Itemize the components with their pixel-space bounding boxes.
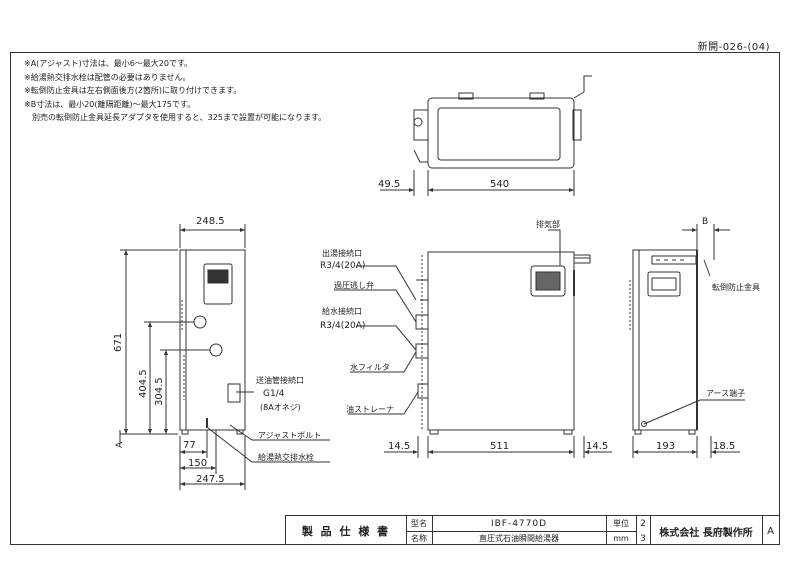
top-view-panel: [437, 107, 561, 161]
rear-view-dim-18: 18.5: [713, 441, 735, 452]
note-1: ※A(アジャスト)寸法は、最小6～最大20です。: [24, 59, 193, 68]
title-block-unit: mm: [613, 534, 629, 543]
side-view: [334, 229, 612, 458]
side-view-foot-right: [563, 429, 573, 435]
front-view-callout-adjust: アジャストボルト: [258, 431, 321, 440]
title-block: 製 品 仕 様 書 型名 名称 IBF-4770D 直圧式石油瞬間給湯器 単位 …: [285, 515, 779, 545]
title-block-scale-numerator: 2: [640, 518, 646, 529]
rear-view-leader-antitip: [703, 259, 711, 277]
rear-view-foot-right: [688, 429, 696, 435]
title-block-label-name: 名称: [411, 534, 427, 543]
front-view-dim-404: 404.5: [138, 369, 149, 398]
front-view-foot-left: [181, 429, 189, 435]
top-view-pipe: [413, 149, 428, 163]
note-2: ※給湯熱交排水栓は配管の必要はありません。: [24, 72, 191, 82]
title-block-name: 直圧式石油瞬間給湯器: [479, 534, 559, 543]
rear-view-earth-terminal: [641, 421, 647, 427]
rear-view-body: [632, 249, 698, 431]
side-view-callout-outlet-2: R3/4(20A): [320, 261, 365, 271]
title-block-company: 株式会社 長府製作所: [659, 527, 753, 539]
front-view: [119, 224, 330, 490]
side-view-leader-relief: [334, 289, 417, 323]
side-view-callout-exhaust: 排気部: [536, 219, 560, 229]
front-view-callout-return-1: 送油管接続口: [256, 375, 304, 385]
rear-view-dim-193: 193: [656, 441, 675, 452]
front-view-callout-return-2: G1/4: [263, 389, 285, 399]
side-view-body: [427, 251, 575, 431]
side-view-callout-outlet-1: 出湯接続口: [322, 248, 362, 258]
rear-view: [629, 224, 745, 458]
front-view-hidden-lines: [181, 300, 185, 400]
front-view-foot-right: [236, 429, 244, 435]
side-view-callout-inlet-1: 給水接続口: [322, 306, 362, 316]
note-5: 別売の転倒防止金具延長アダプタを使用すると、325まで設置が可能になります。: [24, 113, 327, 123]
top-view-dim-left: 49.5: [378, 179, 400, 190]
note-4: ※B寸法は、最小20(離隔距離)～最大175です。: [24, 99, 196, 109]
title-block-scale-denominator: 3: [640, 533, 646, 544]
top-view-dim-width: 540: [490, 179, 509, 190]
side-view-dim-width: 511: [490, 441, 509, 452]
front-view-strainer: [227, 383, 241, 403]
front-view-callout-return-3: (8Aオネジ): [260, 403, 301, 412]
front-view-inlet: [209, 343, 223, 357]
side-view-callout-relief: 過圧逃し弁: [334, 280, 374, 290]
rear-view-leader-earth: [643, 399, 745, 425]
front-view-relief-valve: [193, 315, 207, 329]
front-view-leader-drain: [207, 427, 330, 463]
top-view-fitting-circle: [413, 117, 423, 127]
rear-view-callout-antitip: 転倒防止金具: [712, 282, 760, 292]
side-view-exhaust: [530, 265, 566, 297]
side-view-relief-valve: [415, 314, 429, 330]
title-block-label-unit: 単位: [613, 519, 629, 528]
drawing-frame: [10, 52, 780, 545]
side-view-leader-inlet: [356, 325, 417, 351]
side-view-leader-strainer: [348, 391, 419, 415]
front-view-dim-150: 150: [188, 458, 207, 469]
top-view-exhaust-pipe: [573, 75, 592, 99]
title-block-title: 製 品 仕 様 書: [301, 525, 391, 538]
side-view-leader-exhaust: [548, 229, 561, 266]
side-view-foot-left: [429, 429, 439, 435]
front-view-body: [179, 249, 246, 431]
top-view-boss-2: [529, 92, 545, 100]
side-view-strainer: [417, 383, 429, 399]
side-view-leader-filter: [350, 351, 417, 373]
front-view-label-a: A: [115, 441, 125, 448]
side-view-callout-water-filter: 水フィルタ: [350, 362, 390, 372]
rear-view-label-b: B: [702, 217, 708, 227]
front-view-dim-671: 671: [113, 333, 124, 352]
title-block-label-model: 型名: [411, 519, 427, 528]
title-block-revision: A: [767, 525, 774, 537]
side-view-dim-left: 14.5: [388, 441, 410, 452]
top-view-fittings: [413, 109, 429, 141]
title-block-model: IBF-4770D: [490, 518, 548, 529]
side-view-callout-oil-strainer: 油ストレーナ: [346, 404, 394, 414]
top-view: [380, 75, 592, 196]
top-view-flue: [572, 109, 582, 141]
notes-block: ※A(アジャスト)寸法は、最小6～最大20です。 ※給湯熱交排水栓は配管の必要は…: [24, 57, 326, 125]
rear-view-callout-earth: アース端子: [706, 388, 745, 398]
top-view-boss-1: [458, 92, 474, 100]
front-view-dim-247: 247.5: [196, 474, 225, 485]
side-view-callout-inlet-2: R3/4(20A): [320, 321, 365, 331]
rear-view-panel: [647, 271, 681, 297]
side-view-exhaust-grille: [535, 271, 561, 291]
side-view-leader-outlet: [356, 265, 417, 301]
side-view-dim-right: 14.5: [586, 441, 608, 452]
front-view-dim-top: 248.5: [196, 216, 225, 227]
rear-view-foot-left: [634, 429, 642, 435]
document-number: 新開-026-(04): [697, 42, 770, 53]
note-3: ※転倒防止金具は左右側面後方(2箇所)に取り付けできます。: [24, 86, 242, 96]
front-view-dim-77: 77: [183, 440, 196, 451]
rear-view-panel-inner: [651, 277, 677, 291]
front-view-dim-304: 304.5: [154, 377, 165, 406]
front-view-callout-drain: 給湯熱交排水栓: [258, 452, 314, 462]
front-view-leader-adjust: [229, 424, 330, 441]
side-view-bracket: [573, 254, 591, 264]
front-view-control-box: [203, 263, 233, 305]
front-view-display: [207, 269, 229, 284]
